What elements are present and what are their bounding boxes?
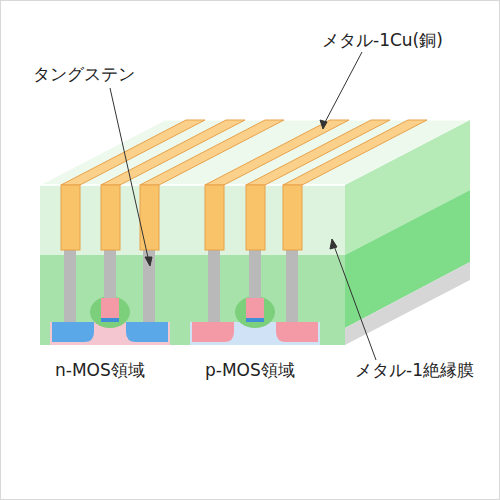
insulator-label: メタル-1絶縁膜 — [355, 360, 474, 380]
p-drain — [276, 322, 318, 342]
n-sidewall — [90, 296, 130, 328]
n-mos-label: n-MOS領域 — [55, 360, 145, 380]
copper-label: メタル-1Cu(銅) — [322, 30, 443, 50]
copper-lines-top — [61, 120, 427, 185]
n-drain — [126, 322, 168, 342]
leader-lines — [110, 52, 376, 360]
n-gate — [101, 298, 119, 322]
right-face-substrate — [345, 262, 470, 345]
tungsten-plugs — [64, 250, 298, 322]
copper-lines-front — [61, 185, 302, 250]
p-gate — [246, 298, 264, 322]
p-mos-label: p-MOS領域 — [205, 360, 295, 380]
n-source — [52, 322, 94, 342]
tungsten-label: タングステン — [33, 64, 135, 84]
p-source — [192, 322, 234, 342]
p-gate-oxide — [246, 318, 264, 322]
p-sidewall — [235, 296, 275, 328]
metal1-insulator — [40, 185, 345, 255]
n-gate-oxide — [101, 318, 119, 322]
lower-insulator — [40, 255, 345, 345]
